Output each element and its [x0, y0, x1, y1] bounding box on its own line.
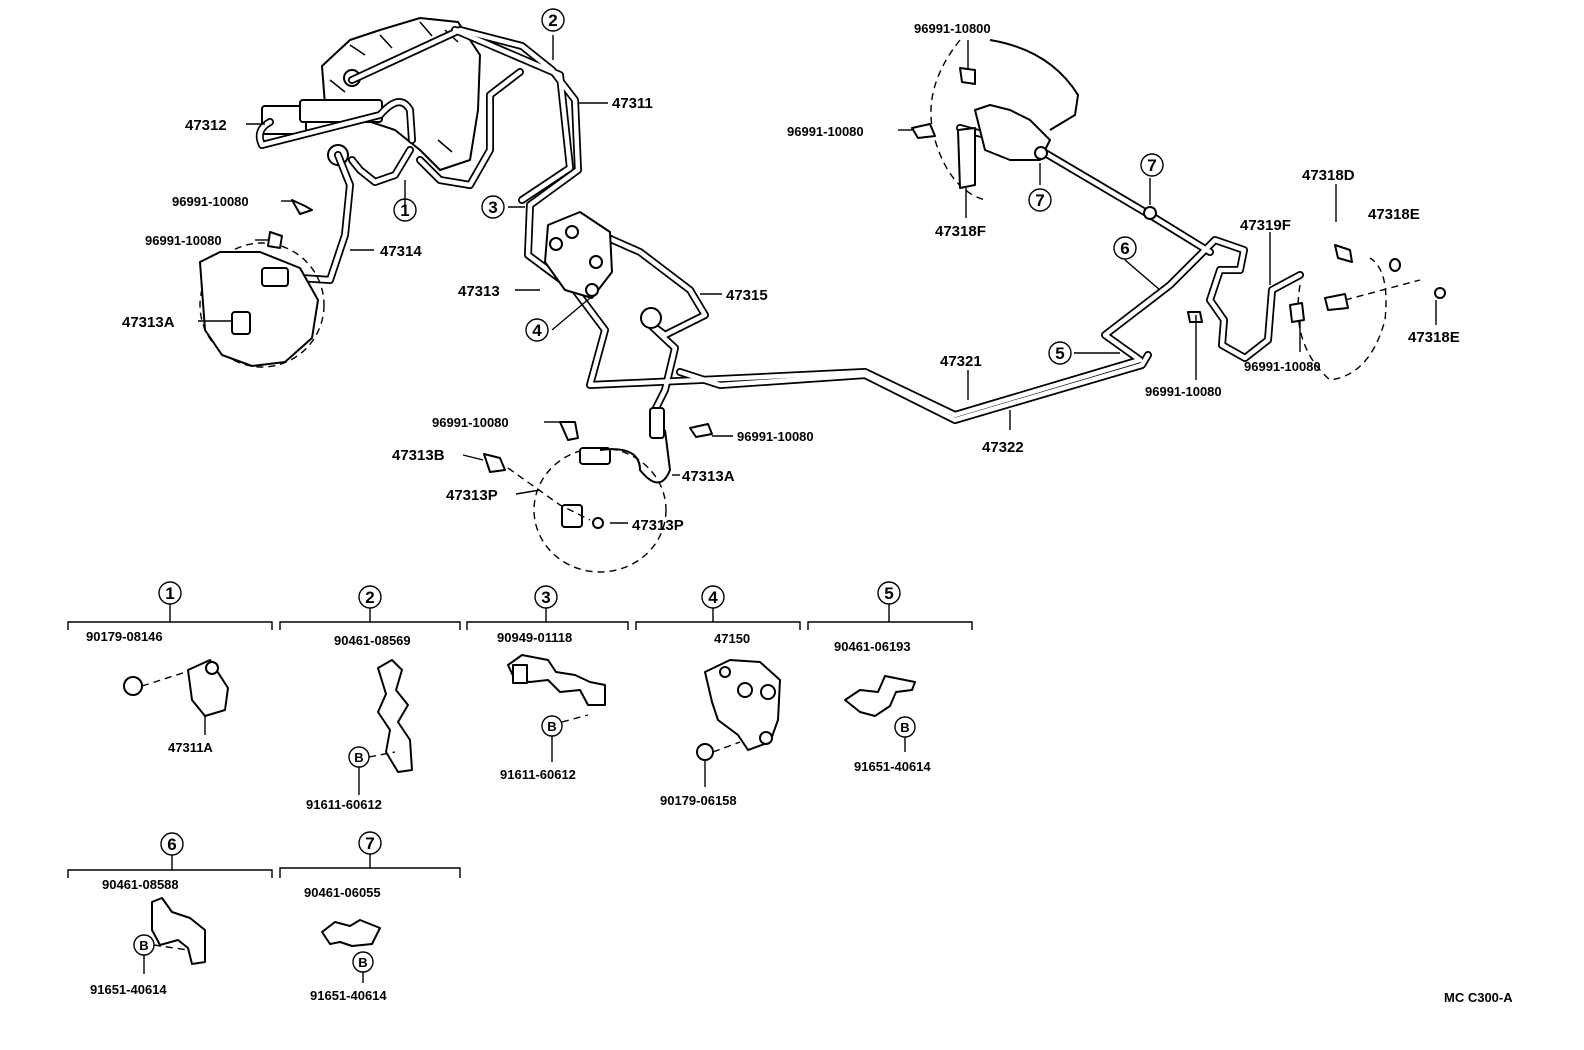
detail-2: 2 90461-08569 B 91611-60612	[279, 585, 461, 812]
label-47313P-b: 47313P	[632, 517, 684, 534]
detail-6-bottom: 91651-40614	[90, 982, 167, 997]
label-47314: 47314	[380, 243, 422, 260]
label-47319F: 47319F	[1240, 217, 1291, 234]
svg-text:B: B	[354, 750, 363, 765]
detail-5-bottom: 91651-40614	[854, 759, 931, 774]
label-96991-front-b: 96991-10080	[737, 429, 814, 444]
svg-text:B: B	[358, 955, 367, 970]
front-center-brake	[483, 407, 713, 573]
rear-left-brake	[911, 39, 1157, 220]
svg-text:B: B	[900, 720, 909, 735]
detail-1: 1 90179-08146 47311A	[67, 581, 273, 755]
label-47313: 47313	[458, 283, 500, 300]
detail-6-top: 90461-08588	[102, 877, 179, 892]
detail-7-bottom: 91651-40614	[310, 988, 387, 1003]
svg-text:5: 5	[884, 584, 893, 603]
svg-text:2: 2	[548, 11, 557, 30]
detail-1-bottom: 47311A	[168, 740, 213, 755]
svg-text:B: B	[139, 938, 148, 953]
detail-7: 7 90461-06055 B 91651-40614	[279, 831, 461, 1003]
label-96991-clip-left1: 96991-10080	[172, 194, 249, 209]
svg-text:4: 4	[708, 588, 718, 607]
diagram-code: MC C300-A	[1444, 990, 1513, 1005]
svg-text:3: 3	[488, 198, 497, 217]
svg-text:7: 7	[1147, 156, 1156, 175]
label-47313B: 47313B	[392, 447, 445, 464]
svg-text:1: 1	[165, 584, 174, 603]
label-47313A-left: 47313A	[122, 314, 175, 331]
label-96991-rear-a: 96991-10080	[787, 124, 864, 139]
detail-6: 6 90461-08588 B 91651-40614	[67, 832, 273, 997]
proportioning-valve	[544, 211, 662, 329]
label-47321: 47321	[940, 353, 982, 370]
detail-4-top: 47150	[714, 631, 750, 646]
detail-2-top: 90461-08569	[334, 633, 411, 648]
label-47318F: 47318F	[935, 223, 986, 240]
label-47313A-front: 47313A	[682, 468, 735, 485]
detail-3: 3 90949-01118 B 91611-60612	[466, 585, 629, 782]
label-47318D: 47318D	[1302, 167, 1355, 184]
label-47311: 47311	[612, 95, 653, 112]
label-96991-rear-c: 96991-10080	[1145, 384, 1222, 399]
callout-4: 4	[525, 318, 549, 342]
svg-text:3: 3	[541, 588, 550, 607]
label-47313P-a: 47313P	[446, 487, 498, 504]
callout-5: 5	[1048, 341, 1072, 365]
label-96991-clip-left2: 96991-10080	[145, 233, 222, 248]
svg-text:5: 5	[1055, 344, 1064, 363]
master-cylinder-assembly	[261, 17, 481, 171]
callouts: 1 2 3 4 5 6 7 7	[393, 8, 1164, 365]
callout-3: 3	[481, 195, 505, 219]
brake-pipes	[236, 26, 1304, 424]
svg-text:7: 7	[1035, 191, 1044, 210]
label-96991-front-a: 96991-10080	[432, 415, 509, 430]
left-front-brake	[199, 199, 325, 368]
svg-text:B: B	[547, 719, 556, 734]
detail-2-bottom: 91611-60612	[306, 797, 382, 812]
svg-text:7: 7	[365, 834, 374, 853]
label-47318E-a: 47318E	[1368, 206, 1420, 223]
callout-1: 1	[393, 198, 417, 222]
detail-3-top: 90949-01118	[497, 630, 572, 645]
leader-lines	[198, 35, 1437, 524]
detail-4: 4 47150 90179-06158	[635, 585, 801, 808]
callout-7b: 7	[1028, 188, 1052, 212]
detail-5: 5 90461-06193 B 91651-40614	[807, 581, 973, 774]
svg-text:4: 4	[532, 321, 542, 340]
label-47315: 47315	[726, 287, 768, 304]
label-96991-rear-b: 96991-10080	[1244, 359, 1321, 374]
svg-text:6: 6	[167, 835, 176, 854]
callout-2: 2	[541, 8, 565, 32]
rear-right-brake	[1187, 244, 1446, 381]
svg-text:1: 1	[400, 201, 409, 220]
detail-4-bottom: 90179-06158	[660, 793, 737, 808]
label-47322: 47322	[982, 439, 1024, 456]
callout-7a: 7	[1140, 153, 1164, 177]
detail-3-bottom: 91611-60612	[500, 767, 576, 782]
detail-7-top: 90461-06055	[304, 885, 381, 900]
label-96991-10800: 96991-10800	[914, 21, 991, 36]
svg-text:2: 2	[365, 588, 374, 607]
callout-6: 6	[1113, 236, 1137, 260]
part-labels: 47312 47311 47313 47315 47314 47313A 969…	[122, 21, 1460, 534]
label-47318E-b: 47318E	[1408, 329, 1460, 346]
detail-5-top: 90461-06193	[834, 639, 911, 654]
svg-text:6: 6	[1120, 239, 1129, 258]
detail-1-top: 90179-08146	[86, 629, 163, 644]
label-47312: 47312	[185, 117, 227, 134]
